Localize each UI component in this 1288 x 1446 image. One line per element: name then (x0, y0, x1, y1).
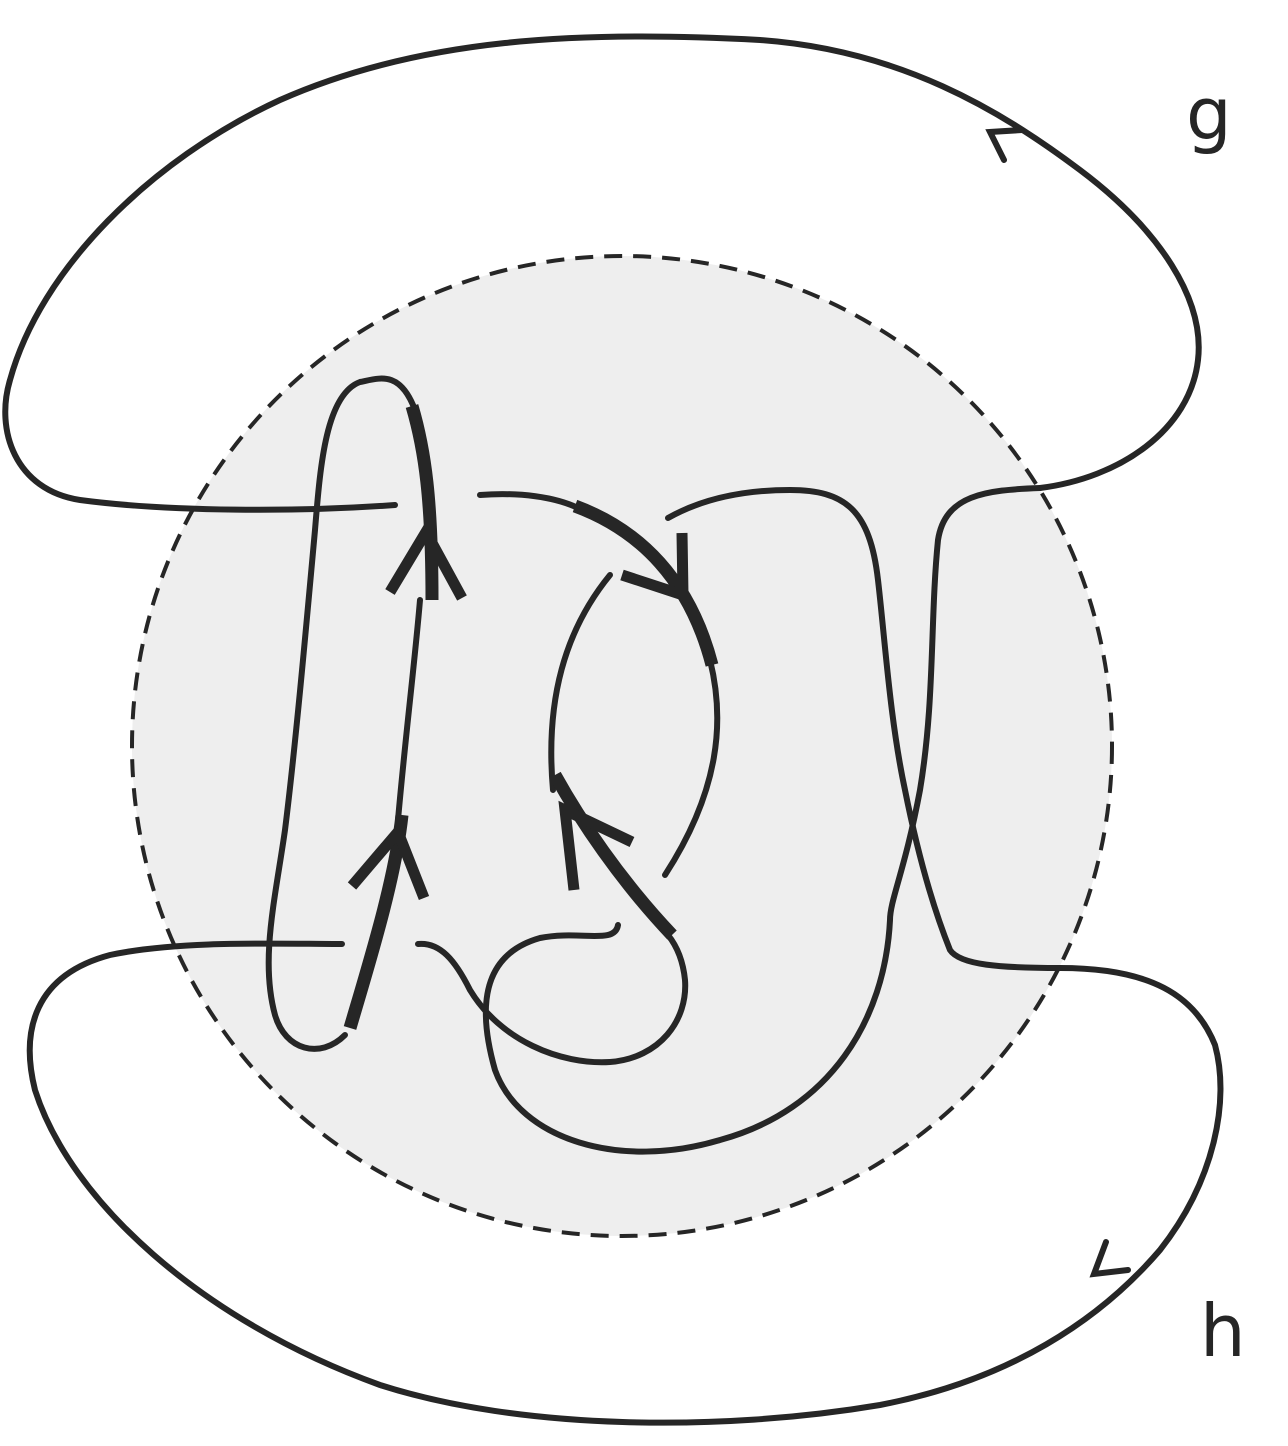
central-thin-strand (395, 597, 423, 823)
thick-left-upper (405, 404, 439, 601)
strand-g-outer-loop (2, 33, 1202, 513)
strand-label-h: h (1200, 1289, 1246, 1373)
top-arc-entry (477, 491, 581, 511)
strand-g-inner-s (482, 485, 1043, 1155)
right-arc (662, 657, 721, 878)
dashed-disk (130, 254, 1114, 1238)
arrow-head-icon (558, 800, 635, 891)
strand-label-g: g (1186, 72, 1232, 156)
thick-top-arc (572, 499, 719, 667)
arrow-head-icon (985, 127, 1025, 163)
lower-hook (415, 932, 689, 1066)
arrow-head-icon (385, 520, 467, 601)
arrow-head-icon (1089, 1239, 1131, 1278)
arrow-head-icon (347, 821, 430, 901)
strand-h-outer-loop (26, 940, 1224, 1426)
inner-arc (548, 572, 613, 793)
arrow-head-icon (620, 532, 689, 603)
left-tall-loop (265, 375, 418, 1052)
thick-inner-diagonal (549, 771, 677, 940)
strand-h-inner-s (665, 487, 1063, 971)
